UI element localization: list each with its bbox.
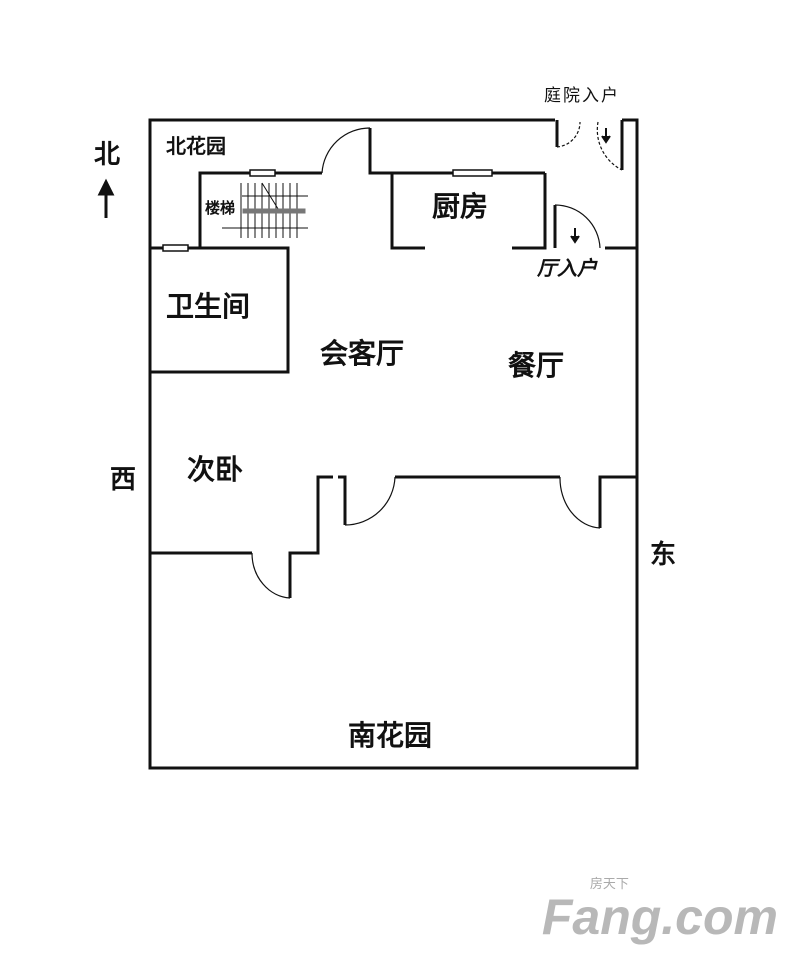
walls bbox=[148, 118, 639, 770]
stair-symbol bbox=[222, 182, 308, 238]
courtyard-entry-label: 庭院入户 bbox=[544, 86, 620, 106]
hall-entry-label: 厅入户 bbox=[537, 256, 597, 280]
north-arrow-icon bbox=[97, 178, 115, 218]
entry-arrows bbox=[570, 128, 611, 244]
door-swings bbox=[251, 121, 623, 599]
compass-north-label: 北 bbox=[94, 140, 121, 170]
compass-west-label: 西 bbox=[110, 465, 137, 495]
watermark-en: Fang.com bbox=[541, 889, 778, 945]
watermark-logo: 房天下 Fang.com bbox=[542, 877, 778, 942]
room-bathroom: 卫生间 bbox=[166, 290, 251, 323]
room-north-garden: 北花园 bbox=[166, 134, 226, 158]
watermark-cn: 房天下 bbox=[589, 876, 629, 891]
room-kitchen: 厨房 bbox=[432, 190, 489, 223]
room-living-room: 会客厅 bbox=[320, 337, 405, 370]
room-dining-room: 餐厅 bbox=[508, 349, 565, 382]
room-second-bedroom: 次卧 bbox=[187, 453, 244, 486]
windows bbox=[162, 169, 493, 252]
room-south-garden: 南花园 bbox=[348, 719, 433, 752]
compass-east-label: 东 bbox=[650, 540, 677, 570]
room-stairs: 楼梯 bbox=[205, 199, 236, 217]
